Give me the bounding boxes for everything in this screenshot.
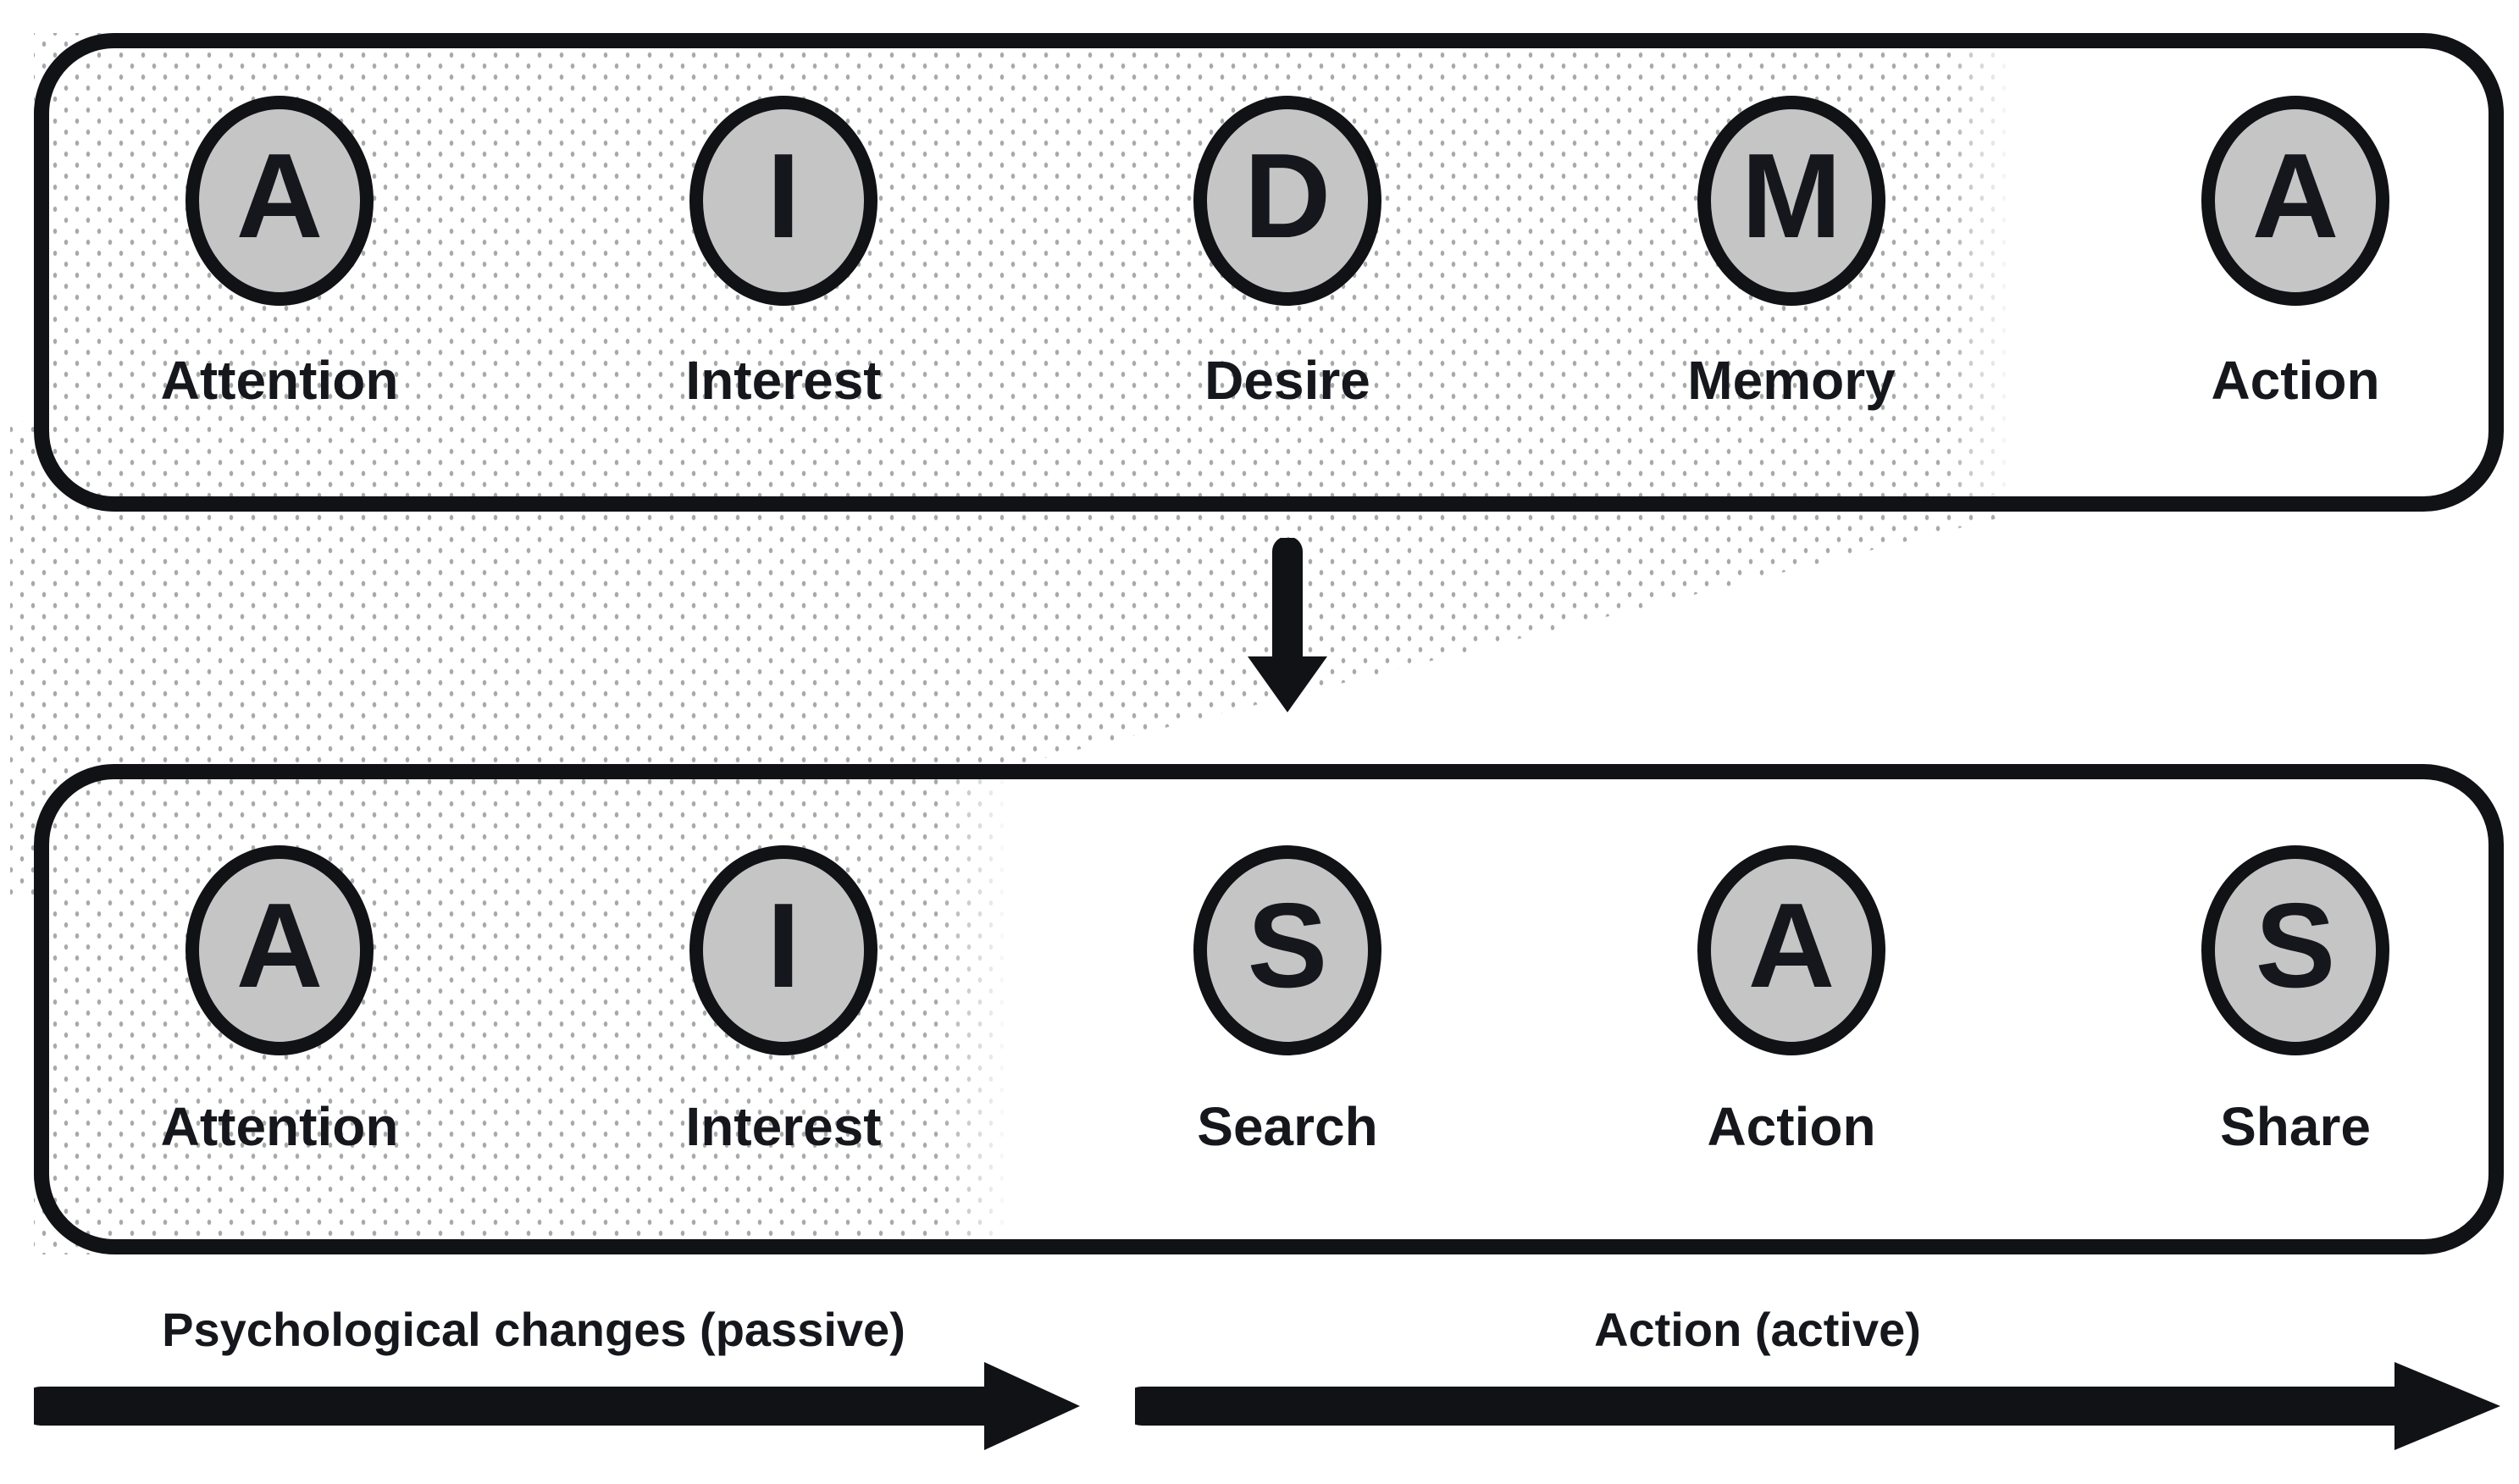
stage-top-attention: A Attention xyxy=(25,96,534,411)
passive-caption: Psychological changes (passive) xyxy=(162,1303,905,1356)
stage-bottom-attention: A Attention xyxy=(25,845,534,1157)
stage-circle: I xyxy=(689,96,877,306)
stage-label: Action xyxy=(1707,1096,1876,1157)
stage-label: Memory xyxy=(1687,350,1896,411)
stage-label: Interest xyxy=(685,350,882,411)
stage-letter: S xyxy=(2255,878,2336,1013)
passive-range-arrow-icon xyxy=(34,1362,1080,1450)
stage-label: Desire xyxy=(1204,350,1370,411)
stage-letter: A xyxy=(2251,129,2339,263)
stage-label: Interest xyxy=(685,1096,882,1157)
stage-label: Attention xyxy=(160,1096,399,1157)
halftone-fade-bottom xyxy=(940,764,1023,1254)
stage-bottom-share: S Share xyxy=(2041,845,2519,1157)
stage-bottom-interest: I Interest xyxy=(529,845,1038,1157)
stage-circle: A xyxy=(185,96,374,306)
stage-label: Search xyxy=(1197,1096,1378,1157)
stage-bottom-search: S Search xyxy=(1033,845,1542,1157)
stage-circle: A xyxy=(185,845,374,1055)
active-range-arrow-icon xyxy=(1135,1362,2500,1450)
stage-circle: D xyxy=(1193,96,1381,306)
stage-circle: A xyxy=(2201,96,2389,306)
stage-circle: I xyxy=(689,845,877,1055)
active-caption: Action (active) xyxy=(1594,1303,1921,1356)
stage-letter: I xyxy=(767,129,800,263)
stage-letter: A xyxy=(235,878,324,1013)
stage-bottom-action: A Action xyxy=(1537,845,2046,1157)
stage-top-desire: D Desire xyxy=(1033,96,1542,411)
stage-label: Attention xyxy=(160,350,399,411)
stage-letter: A xyxy=(235,129,324,263)
halftone-fade-top xyxy=(1944,33,2027,512)
stage-letter: S xyxy=(1247,878,1328,1013)
stage-circle: A xyxy=(1697,845,1885,1055)
stage-top-memory: M Memory xyxy=(1537,96,2046,411)
down-arrow-icon xyxy=(1248,538,1327,712)
stage-label: Share xyxy=(2220,1096,2371,1157)
stage-top-interest: I Interest xyxy=(529,96,1038,411)
stage-circle: S xyxy=(1193,845,1381,1055)
stage-letter: A xyxy=(1747,878,1835,1013)
stage-label: Action xyxy=(2211,350,2380,411)
top-model-box xyxy=(34,33,2504,512)
stage-top-action: A Action xyxy=(2041,96,2519,411)
stage-circle: S xyxy=(2201,845,2389,1055)
stage-letter: M xyxy=(1741,129,1842,263)
stage-letter: D xyxy=(1243,129,1331,263)
bottom-model-box xyxy=(34,764,2504,1254)
stage-letter: I xyxy=(767,878,800,1013)
stage-circle: M xyxy=(1697,96,1885,306)
